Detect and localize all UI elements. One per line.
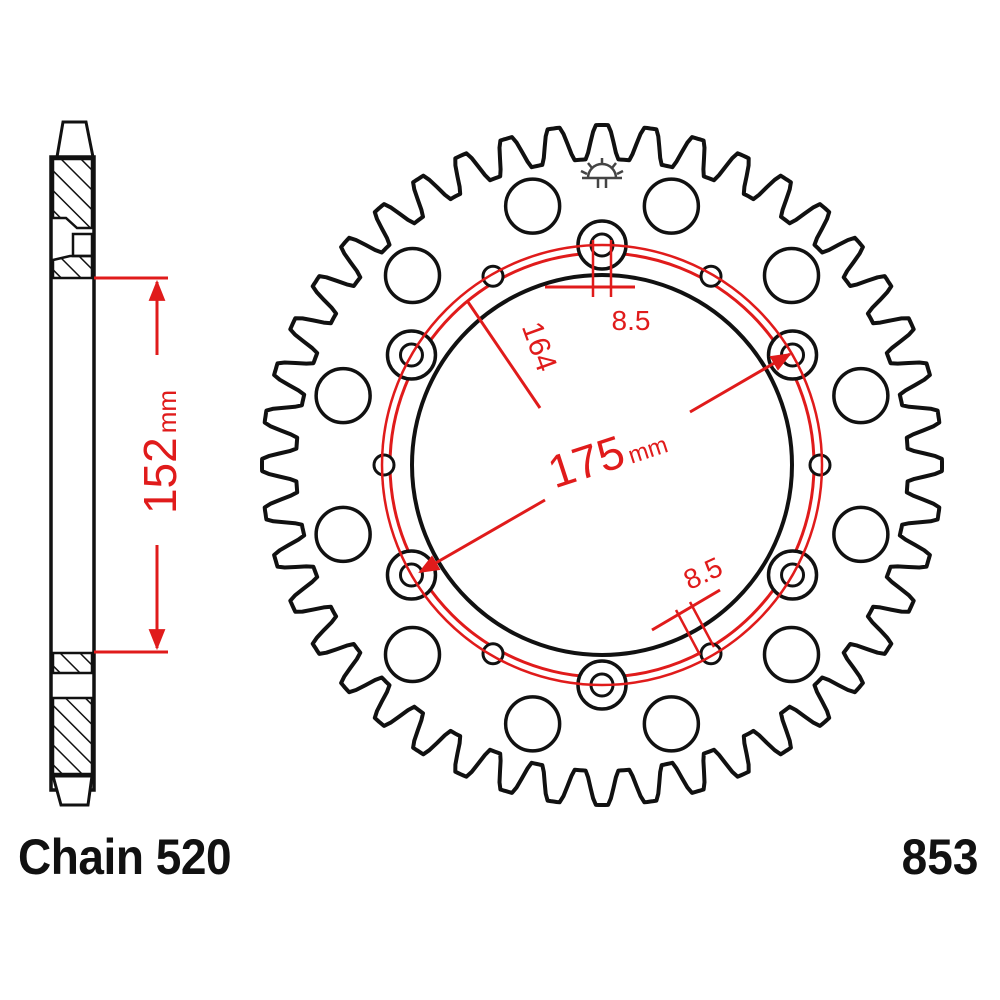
top-hatched-section	[51, 157, 94, 230]
chain-size-label: Chain 520	[18, 829, 232, 885]
dimension-152-label: 152mm	[134, 390, 186, 514]
bottom-hatched-lower	[51, 696, 94, 776]
bottom-tooth-profile	[51, 774, 94, 807]
bottom-hatched-upper	[51, 651, 94, 675]
dimension-152mm: 152mm	[94, 276, 186, 654]
lightening-hole	[503, 695, 562, 753]
lightening-hole	[314, 505, 372, 564]
lightening-hole	[762, 246, 821, 305]
lightening-hole	[383, 625, 442, 684]
bolt-pcd-overlay	[380, 243, 824, 687]
lightening-hole	[642, 695, 701, 753]
side-profile-view: 152mm	[49, 120, 186, 807]
lightening-hole	[762, 625, 821, 684]
lightening-hole	[503, 177, 562, 235]
lightening-hole	[383, 246, 442, 305]
lightening-hole	[642, 177, 701, 235]
top-hatched-lower	[51, 254, 94, 280]
small-hole	[808, 453, 832, 477]
center-bore	[410, 273, 794, 657]
sprocket-front-view	[260, 123, 944, 807]
part-number-label: 853	[901, 829, 978, 885]
top-tooth-profile	[55, 120, 95, 159]
top-bolt-gap	[71, 232, 94, 258]
dimension-8-5-top-label: 8.5	[612, 305, 651, 336]
lightening-hole	[832, 505, 890, 564]
sun-logo-icon	[580, 158, 624, 188]
lightening-hole	[314, 366, 372, 425]
small-hole	[372, 453, 396, 477]
lightening-hole	[832, 366, 890, 425]
